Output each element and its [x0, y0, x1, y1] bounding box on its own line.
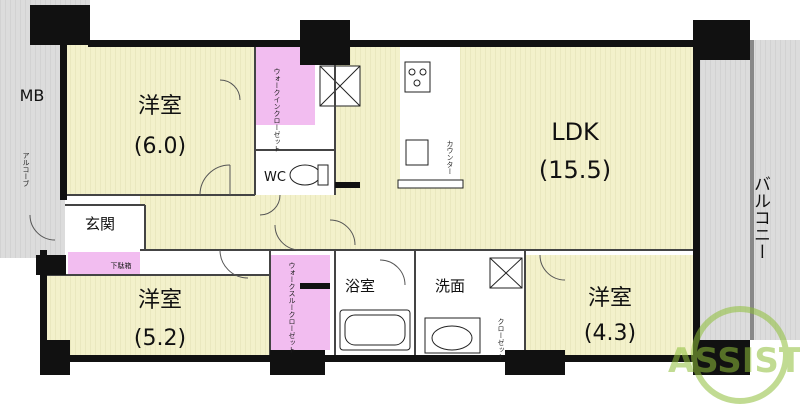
room-label-entrance: 玄関 [85, 215, 115, 233]
room-label-bathroom: 浴室 [345, 277, 375, 295]
entrance-floor [65, 205, 145, 250]
room-label-washroom: 洗面 [435, 277, 465, 295]
room-size-western-1: (6.0) [134, 134, 186, 159]
toilet-icon [289, 164, 321, 186]
label-balcony: バルコニー [750, 175, 770, 260]
room-size-western-2: (5.2) [134, 326, 186, 351]
stove-icon [404, 61, 431, 93]
room-label-western-1: 洋室 [138, 94, 182, 119]
walk-through-closet [270, 255, 330, 350]
room-label-western-3: 洋室 [588, 286, 632, 311]
room-size-western-3: (4.3) [584, 321, 636, 346]
western-room-2-floor [40, 275, 270, 355]
alcove-area [0, 118, 65, 258]
svg-text:ASSIST: ASSIST [668, 341, 800, 381]
ldk-floor [335, 45, 695, 250]
label-walk-in-closet: ウォークインクローゼット [273, 68, 281, 152]
sink-icon [405, 139, 429, 166]
room-label-western-2: 洋室 [138, 288, 182, 313]
label-alcove: アルコーブ [22, 152, 30, 187]
room-size-ldk: (15.5) [539, 156, 611, 184]
assist-logo: ASSIST [668, 306, 800, 404]
label-shoe-box: 下駄箱 [111, 261, 132, 270]
room-label-wc: WC [264, 170, 286, 185]
label-mb: MB [20, 86, 45, 105]
hallway-floor [140, 195, 340, 250]
label-closet: クローゼット [497, 318, 505, 360]
walls [30, 5, 750, 375]
label-counter: カウンター [446, 140, 454, 175]
shoe-box [68, 252, 140, 274]
label-walk-through-closet: ウォークスルークローゼット [288, 262, 296, 353]
western-room-3-floor [525, 255, 695, 355]
room-label-ldk: LDK [551, 118, 600, 146]
western-room-1-floor [65, 45, 255, 195]
